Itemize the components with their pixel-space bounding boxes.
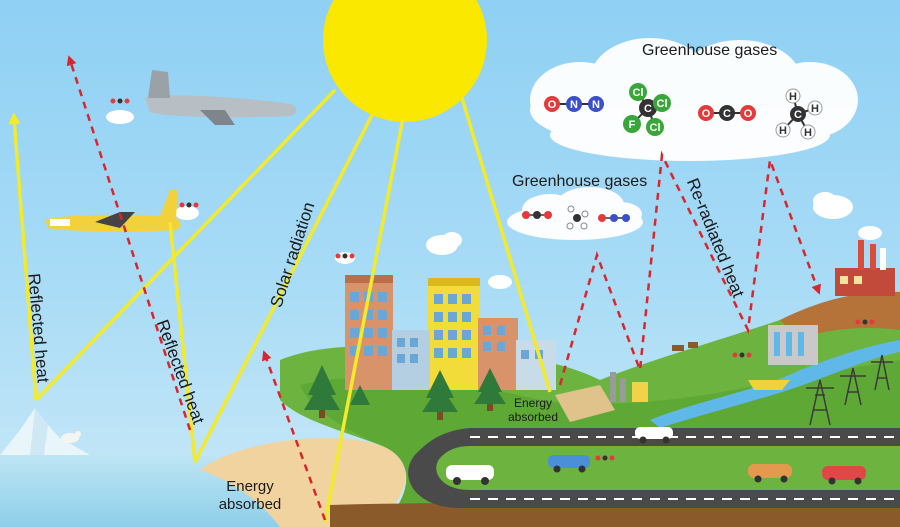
atom-label: H: [789, 91, 797, 103]
molecules: O N N Cl C Cl F Cl O C O: [544, 83, 823, 140]
atom-label: N: [570, 99, 578, 111]
car-icon: [748, 464, 792, 483]
heat-arrows: [66, 55, 821, 521]
car-icon: [446, 465, 494, 485]
label-energy-absorbed-city: Energy absorbed: [507, 396, 559, 424]
atom-label: F: [629, 119, 636, 131]
car-icon: [822, 466, 866, 485]
co2-molecule: O C O: [698, 105, 756, 121]
cfc-molecule: Cl C Cl F Cl: [623, 83, 671, 136]
tree-icon: [350, 385, 370, 405]
cloud-icon: [106, 110, 882, 289]
car-icon: [635, 427, 673, 444]
n2o-molecule: O N N: [544, 96, 604, 112]
label-greenhouse-gases-top: Greenhouse gases: [642, 42, 778, 59]
atom-label: H: [779, 125, 787, 137]
atom-label: O: [702, 108, 711, 120]
solar-panel-icon: [555, 385, 615, 422]
building-windows: [350, 292, 543, 363]
atom-label: Cl: [650, 122, 661, 134]
ch4-molecule: H C H H H: [775, 88, 823, 140]
tree-icon: [422, 370, 458, 420]
power-tower-icon: [806, 354, 893, 426]
industrial-plant: [610, 372, 648, 402]
atom-label: C: [723, 108, 731, 120]
tree-icon: [304, 365, 340, 418]
car-icon: [548, 455, 590, 473]
atom-label: Cl: [657, 98, 668, 110]
solar-rays: [8, 88, 552, 523]
atom-label: H: [804, 127, 812, 139]
greenhouse-cloud: [530, 38, 858, 161]
polar-bear-icon: [61, 433, 79, 443]
atom-label: Cl: [633, 87, 644, 99]
dam-icon: [768, 325, 818, 365]
atom-label: O: [548, 99, 557, 111]
atom-label: C: [644, 103, 652, 115]
boat-icon: [748, 380, 790, 390]
atom-label: O: [744, 108, 753, 120]
cloud-icon: [507, 187, 643, 240]
small-molecules: [110, 98, 875, 461]
trees: [304, 365, 506, 420]
airplane-icon: [145, 70, 296, 125]
atom-label: H: [811, 103, 819, 115]
sun-icon: [323, 0, 487, 122]
atom-label: C: [794, 109, 802, 121]
airplane-icon: [45, 190, 181, 232]
label-energy-absorbed-ground: Energy absorbed: [218, 478, 282, 513]
cars: [446, 427, 866, 485]
factory-icon: [835, 240, 895, 296]
label-greenhouse-gases-mid: Greenhouse gases: [512, 173, 648, 190]
cow-icon: [672, 342, 698, 351]
tree-icon: [474, 368, 506, 411]
atom-label: N: [592, 99, 600, 111]
